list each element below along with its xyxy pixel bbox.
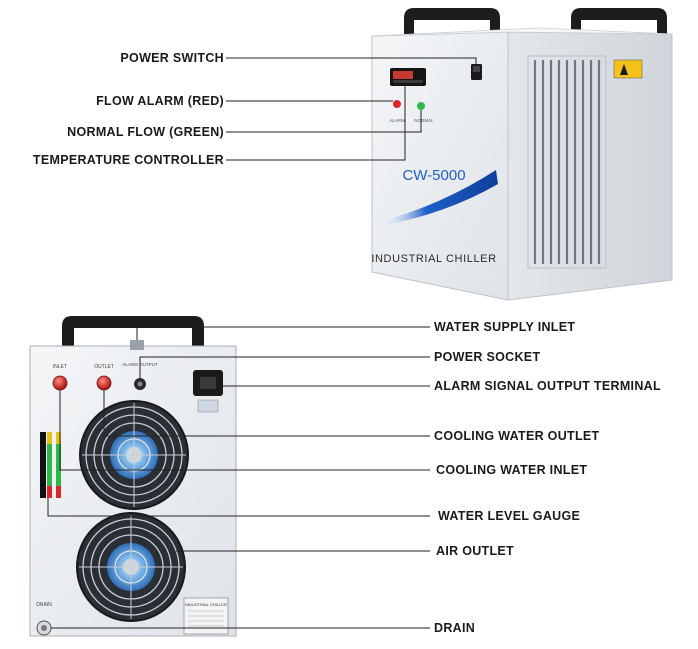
normal-led-caption: NORMAL [414, 118, 434, 123]
label-water-level-gauge: WATER LEVEL GAUGE [438, 509, 581, 523]
top-handle-right [571, 8, 667, 34]
top-handle-left [404, 8, 500, 34]
cooling-fan-lower [76, 512, 186, 622]
label-normal-flow: NORMAL FLOW (GREEN) [67, 125, 224, 139]
leader-temperature-controller [226, 86, 406, 161]
cooling-fan-upper [79, 400, 189, 510]
alarm-led-caption: ALARM [389, 118, 405, 123]
top-chiller-unit: ALARM NORMAL CW-5000 INDUSTRIAL CHILLER [371, 8, 673, 301]
leader-power-switch [226, 57, 477, 64]
rear-chiller-unit: INLET OUTLET ALARM OUTPUT [29, 316, 237, 637]
flow-alarm-led [393, 100, 401, 108]
drain-text: DRAIN [36, 602, 52, 608]
socket-label [197, 399, 219, 413]
label-air-outlet: AIR OUTLET [436, 544, 514, 558]
leader-cooling-water-outlet [103, 390, 430, 437]
model-name: CW-5000 [402, 167, 465, 184]
blue-swoosh-graphic [378, 170, 498, 226]
label-flow-alarm: FLOW ALARM (RED) [96, 94, 224, 108]
leader-power-socket [139, 356, 430, 378]
label-water-supply-inlet: WATER SUPPLY INLET [434, 320, 576, 334]
water-supply-inlet-cap [130, 340, 144, 350]
rear-handle [62, 316, 204, 346]
label-cooling-water-inlet: COOLING WATER INLET [436, 463, 588, 477]
leader-water-level-gauge [47, 498, 430, 517]
label-temperature-controller: TEMPERATURE CONTROLLER [32, 153, 224, 167]
cooling-water-outlet-port [96, 375, 112, 391]
nameplate-text: INDUSTRIAL CHILLER [185, 602, 227, 607]
label-drain: DRAIN [434, 621, 476, 635]
label-power-switch: POWER SWITCH [120, 51, 224, 65]
label-power-socket: POWER SOCKET [434, 350, 541, 364]
cooling-water-inlet-port [52, 375, 68, 391]
side-air-vents [533, 60, 601, 264]
label-alarm-signal-output-terminal: ALARM SIGNAL OUTPUT TERMINAL [434, 379, 661, 393]
leader-normal-flow [226, 110, 422, 133]
water-level-gauge [40, 432, 46, 498]
warning-label [613, 59, 643, 79]
leader-cooling-water-inlet [59, 390, 430, 471]
label-cooling-water-outlet: COOLING WATER OUTLET [434, 429, 600, 443]
leader-water-supply-inlet [136, 326, 430, 340]
inlet-text: INLET [53, 364, 67, 370]
outlet-text: OUTLET [94, 364, 114, 370]
normal-flow-led [417, 102, 425, 110]
chiller-caption: INDUSTRIAL CHILLER [371, 253, 496, 265]
leader-lines [47, 57, 477, 629]
